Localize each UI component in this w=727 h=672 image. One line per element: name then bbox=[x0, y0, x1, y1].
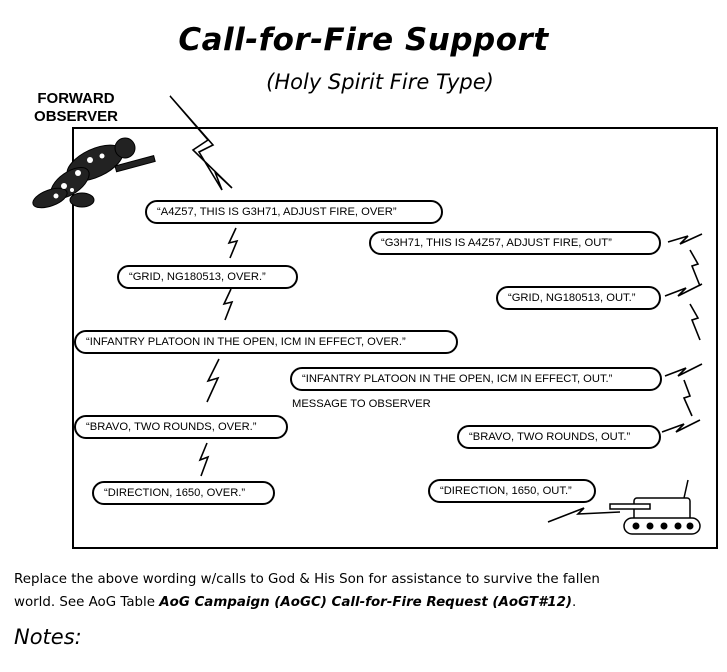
page-title: Call-for-Fire Support bbox=[178, 22, 549, 58]
howitzer-icon bbox=[609, 479, 701, 535]
note-text: world. See AoG Table bbox=[14, 595, 160, 610]
fdc-message-bubble: “GRID, NG180513, OUT.” bbox=[496, 286, 661, 310]
observer-message-bubble: “BRAVO, TWO ROUNDS, OVER.” bbox=[74, 415, 288, 439]
notes-heading: Notes: bbox=[14, 625, 82, 649]
fdc-message-bubble: “G3H71, THIS IS A4Z57, ADJUST FIRE, OUT” bbox=[369, 231, 661, 255]
lightning-icon bbox=[198, 442, 210, 477]
message-to-observer-label: MESSAGE TO OBSERVER bbox=[292, 398, 431, 410]
fdc-message-bubble: “DIRECTION, 1650, OUT.” bbox=[428, 479, 596, 503]
observer-message-bubble: “GRID, NG180513, OVER.” bbox=[117, 265, 298, 289]
soldier-icon bbox=[32, 137, 156, 209]
observer-message-bubble: “INFANTRY PLATOON IN THE OPEN, ICM IN EF… bbox=[74, 330, 458, 354]
fdc-message-bubble: “BRAVO, TWO ROUNDS, OUT.” bbox=[457, 425, 661, 449]
note-text: . bbox=[572, 595, 577, 610]
forward-observer-label: FORWARD OBSERVER bbox=[26, 90, 126, 126]
fdc-message-bubble: “INFANTRY PLATOON IN THE OPEN, ICM IN EF… bbox=[290, 367, 662, 391]
instruction-note-line-1: Replace the above wording w/calls to God… bbox=[14, 572, 600, 587]
lightning-icon bbox=[206, 358, 220, 403]
observer-message-bubble: “A4Z57, THIS IS G3H71, ADJUST FIRE, OVER… bbox=[145, 200, 443, 224]
observer-message-bubble: “DIRECTION, 1650, OVER.” bbox=[92, 481, 275, 505]
lightning-icon bbox=[227, 227, 239, 259]
lightning-icon bbox=[222, 288, 234, 321]
page-subtitle: (Holy Spirit Fire Type) bbox=[266, 70, 494, 94]
aog-table-reference: AoG Campaign (AoGC) Call-for-Fire Reques… bbox=[159, 595, 573, 610]
observer-label-line: OBSERVER bbox=[34, 108, 118, 125]
observer-label-line: FORWARD bbox=[37, 90, 115, 107]
instruction-note-line-2: world. See AoG Table AoG Campaign (AoGC)… bbox=[14, 595, 576, 610]
